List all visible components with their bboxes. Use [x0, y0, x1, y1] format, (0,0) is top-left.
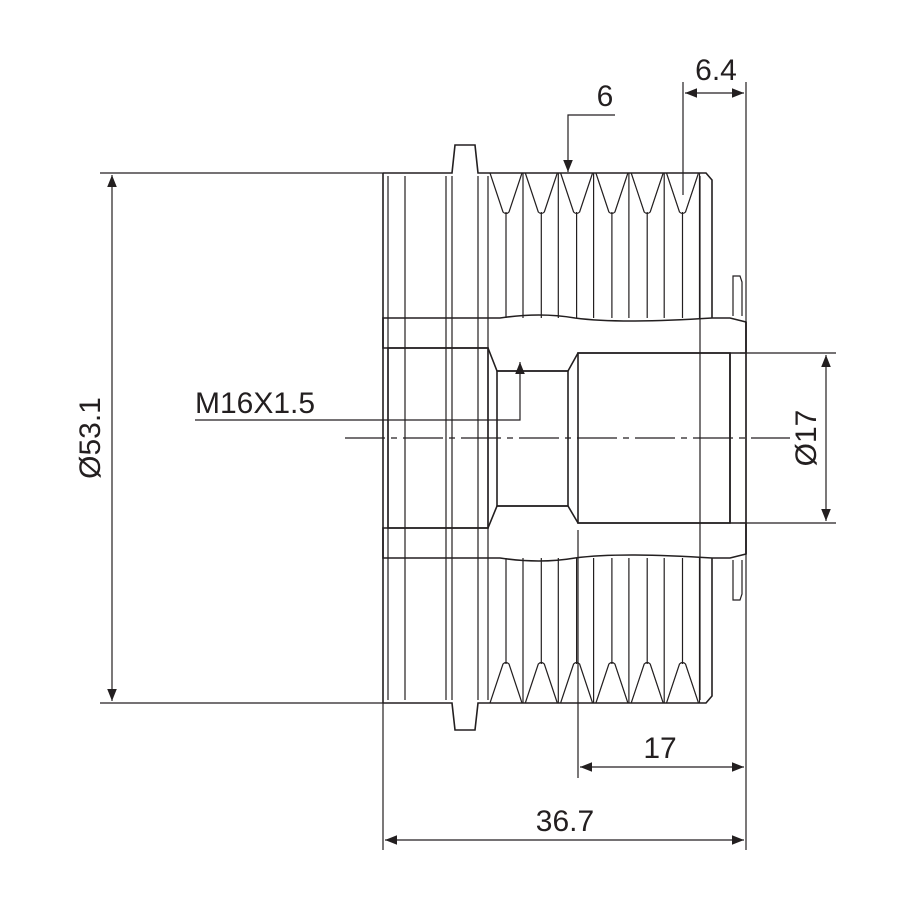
pulley-groove [560, 172, 594, 215]
bore-diameter-label: Ø17 [790, 410, 823, 467]
pulley-groove [665, 661, 700, 704]
pulley-groove [489, 172, 523, 215]
pulley-groove [524, 172, 558, 215]
pulley-groove [595, 172, 629, 215]
dimension-lines [100, 82, 836, 850]
groove-count-label: 6 [597, 80, 614, 113]
pulley-groove [524, 661, 558, 704]
pulley-groove [630, 661, 664, 704]
total-length-label: 36.7 [536, 805, 594, 838]
pulley-groove [630, 172, 664, 215]
pulley-groove [560, 661, 594, 704]
outer-diameter-label: Ø53.1 [74, 397, 107, 479]
thread-label: M16X1.5 [195, 387, 315, 420]
pulley-body [345, 144, 790, 731]
bore-length-label: 17 [643, 732, 676, 765]
pulley-groove [489, 661, 523, 704]
groove-offset-label: 6.4 [695, 54, 737, 87]
pulley-groove [595, 661, 629, 704]
